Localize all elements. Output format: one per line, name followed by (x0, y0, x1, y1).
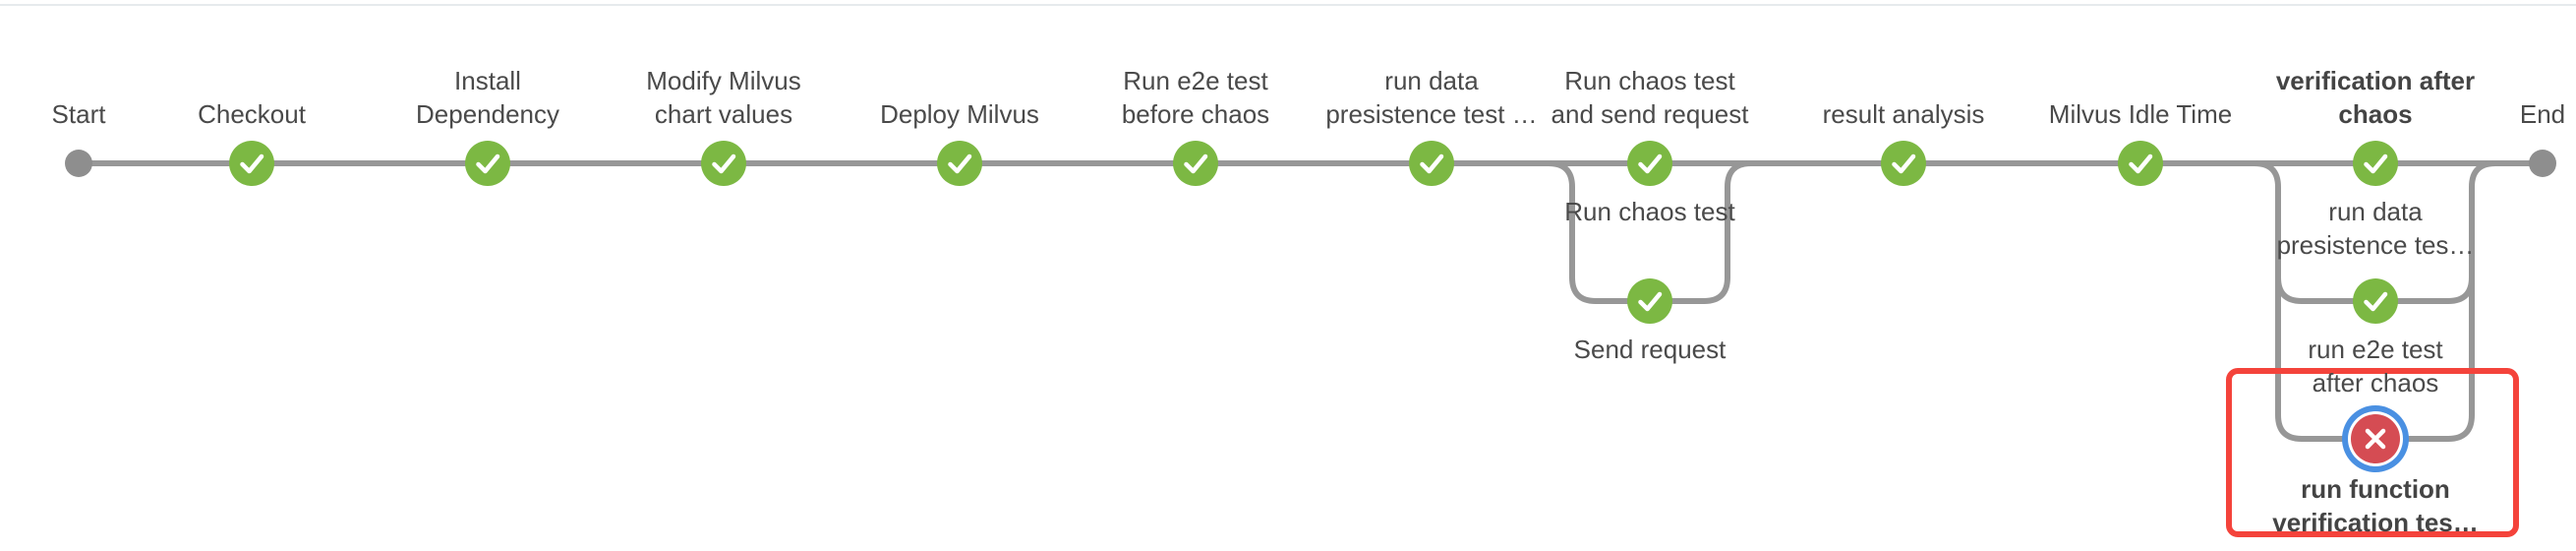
stage-label-deploy-milvus: Deploy Milvus (880, 99, 1039, 129)
check-icon (2364, 153, 2388, 174)
stage-node-result-analysis[interactable] (1881, 141, 1926, 186)
stage-label-verification-after-chaos: verification after chaos (2275, 66, 2476, 129)
branch-label-run-chaos-test: Run chaos test (1564, 197, 1735, 226)
check-icon (1184, 153, 1208, 174)
stage-node-deploy-milvus[interactable] (937, 141, 982, 186)
stage-node-milvus-idle-time[interactable] (2118, 141, 2163, 186)
stage-node-run-data-presistence-test[interactable] (1409, 141, 1454, 186)
stage-node-run-e2e-test-before-chaos[interactable] (1173, 141, 1218, 186)
branch-node-run-function-verification-test[interactable] (2351, 414, 2400, 463)
stage-label-result-analysis: result analysis (1822, 99, 1985, 129)
stage-node-run-chaos-test-and-send-request[interactable] (1627, 141, 1672, 186)
check-icon (1420, 153, 1444, 174)
check-icon (240, 153, 264, 174)
end-label: End (2519, 99, 2566, 129)
branch-label-run-data-presistence-test: run data presistence tes… (2276, 197, 2475, 260)
check-icon (1638, 153, 1663, 174)
stage-label-run-e2e-test-before-chaos: Run e2e test before chaos (1121, 66, 1270, 129)
branch-label-run-e2e-test-after-chaos: run e2e test after chaos (2308, 335, 2443, 398)
check-icon (712, 153, 736, 174)
stage-label-install-dependency: Install Dependency (416, 66, 559, 129)
check-icon (948, 153, 972, 174)
start-node-dot (65, 150, 92, 177)
x-icon (2365, 428, 2386, 450)
stage-label-run-chaos-test-and-send-request: Run chaos test and send request (1551, 66, 1749, 129)
check-icon (2364, 291, 2388, 312)
start-label: Start (51, 99, 106, 129)
stage-node-install-dependency[interactable] (465, 141, 510, 186)
stage-label-milvus-idle-time: Milvus Idle Time (2048, 99, 2233, 129)
end-node-dot (2529, 150, 2556, 177)
stage-node-verification-after-chaos[interactable] (2353, 141, 2398, 186)
stage-node-modify-milvus-chart-values[interactable] (701, 141, 746, 186)
selected-stage-highlight (2226, 368, 2519, 537)
branch-node-run-e2e-test-after-chaos[interactable] (2353, 278, 2398, 324)
stage-label-run-data-presistence-test: run data presistence test … (1325, 66, 1538, 129)
branch-node-send-request[interactable] (1627, 278, 1672, 324)
stage-node-checkout[interactable] (229, 141, 274, 186)
stage-label-checkout: Checkout (198, 99, 306, 129)
check-icon (2129, 153, 2153, 174)
branch-label-send-request: Send request (1573, 335, 1727, 364)
check-icon (1892, 153, 1916, 174)
branch-label-run-function-verification-test: run function verification tes… (2272, 474, 2479, 537)
check-icon (1638, 291, 1663, 312)
stage-label-modify-milvus-chart-values: Modify Milvus chart values (646, 66, 801, 129)
top-divider (0, 4, 2576, 6)
check-icon (476, 153, 500, 174)
